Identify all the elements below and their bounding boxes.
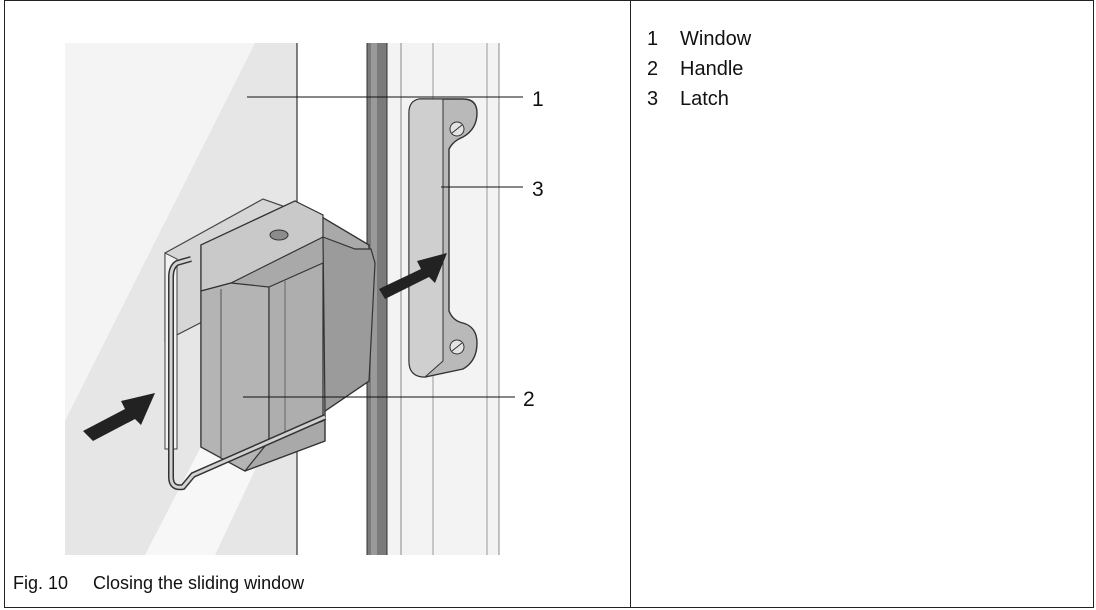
figure-number: Fig. 10 <box>13 573 69 593</box>
figure-caption-text: Closing the sliding window <box>93 573 305 593</box>
legend-number: 2 <box>647 58 659 80</box>
legend-item: 1 Window <box>647 29 751 59</box>
window-reflection <box>65 43 255 421</box>
legend-label: Window <box>680 28 752 50</box>
callout-number-2: 2 <box>523 388 535 411</box>
column-divider <box>630 1 631 607</box>
latch <box>408 98 478 378</box>
legend-item: 2 Handle <box>647 59 751 89</box>
handle <box>168 200 376 491</box>
push-arrow-right <box>379 253 447 299</box>
legend-label: Handle <box>680 58 744 80</box>
push-arrow-left <box>83 393 155 441</box>
figure-illustration-area: 1 3 2 Fig. 10 Closing the sliding window <box>5 1 630 607</box>
legend-list: 1 Window 2 Handle 3 Latch <box>647 29 751 119</box>
callout-number-3: 3 <box>532 178 544 201</box>
legend-item: 3 Latch <box>647 89 751 119</box>
figure-caption: Fig. 10 Closing the sliding window <box>13 574 304 592</box>
legend-label: Latch <box>680 88 729 110</box>
legend-number: 3 <box>647 88 659 110</box>
sliding-window-illustration <box>65 43 523 555</box>
callout-number-1: 1 <box>532 88 544 111</box>
legend-number: 1 <box>647 28 659 50</box>
